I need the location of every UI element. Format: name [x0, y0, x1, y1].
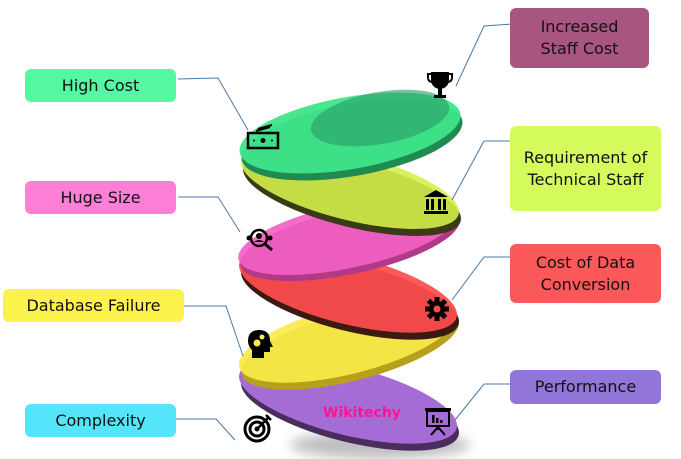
money-icon	[246, 124, 280, 150]
label-huge-size: Huge Size	[25, 181, 176, 214]
label-requirement-technical-staff: Requirement of Technical Staff	[510, 126, 661, 211]
label-cost-data-conversion: Cost of Data Conversion	[510, 244, 661, 303]
watermark: Wikitechy	[323, 405, 401, 421]
presentation-icon	[425, 408, 451, 436]
gear-icon	[425, 297, 449, 321]
target-icon	[243, 414, 272, 443]
label-high-cost: High Cost	[25, 69, 176, 102]
label-performance: Performance	[510, 370, 661, 404]
label-database-failure: Database Failure	[3, 289, 184, 322]
label-complexity: Complexity	[25, 404, 176, 437]
disc-green	[239, 89, 463, 181]
user-search-icon	[246, 228, 273, 252]
head-gears-icon	[248, 330, 273, 358]
trophy-icon	[427, 72, 453, 98]
bank-icon	[424, 190, 448, 214]
label-increased-staff-cost: Increased Staff Cost	[510, 8, 649, 68]
connectors	[175, 23, 513, 441]
